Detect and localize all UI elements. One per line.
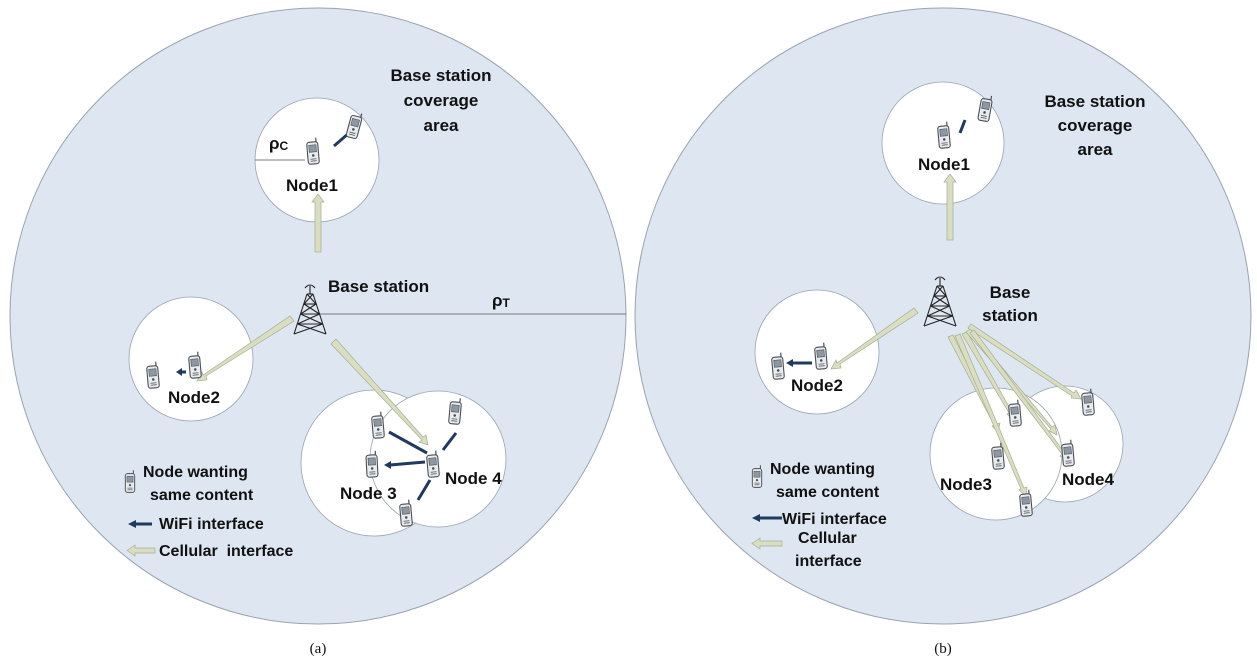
coverage-label-b-line1: Base station xyxy=(1044,92,1145,111)
panel-a: Base station coverage area ρC ρT Node1 B… xyxy=(9,7,627,657)
legend-b: Node wanting same content WiFi interface… xyxy=(751,461,887,570)
caption-b: (b) xyxy=(934,641,952,657)
caption-a: (a) xyxy=(310,641,327,657)
panel-b: Base station coverage area Node1 Base st… xyxy=(634,7,1252,657)
legend-wifi-arrow-head-a xyxy=(128,520,136,528)
wifi-arrow xyxy=(958,119,967,134)
mobile-phone-icon xyxy=(124,469,136,493)
legend-wifi-label-a: WiFi interface xyxy=(159,516,264,533)
coverage-label-a-line3: area xyxy=(424,116,460,135)
cellular-arrow xyxy=(943,173,957,241)
cellular-arrow xyxy=(196,315,295,382)
wifi-links-b xyxy=(786,119,967,367)
wifi-arrow xyxy=(441,432,458,451)
cellular-links-a xyxy=(196,193,429,446)
legend-node-label-a-line2: same content xyxy=(150,487,254,504)
wifi-arrow-head xyxy=(384,461,391,469)
cellular-arrow xyxy=(967,323,1082,400)
wifi-arrow xyxy=(388,430,428,455)
base-station-label-a: Base station xyxy=(328,277,429,296)
legend-node-label-a-line1: Node wanting xyxy=(143,464,248,481)
wifi-arrow xyxy=(389,460,426,467)
node4-label-b: Node4 xyxy=(1062,470,1115,489)
cellular-arrow xyxy=(830,307,919,370)
base-station-label-b-line2: station xyxy=(982,306,1038,325)
legend-cellular-arrow-b xyxy=(751,537,783,550)
coverage-label-b-line3: area xyxy=(1078,140,1114,159)
node2-label-a: Node2 xyxy=(168,388,220,407)
legend-cellular-label-b-line2: interface xyxy=(795,553,862,570)
legend-cellular-label-b-line1: Cellular xyxy=(798,530,857,547)
cellular-arrow xyxy=(954,333,1028,497)
legend-wifi-label-b: WiFi interface xyxy=(782,511,887,528)
legend-wifi-arrow-head-b xyxy=(752,514,760,522)
legend-node-label-b-line2: same content xyxy=(776,484,880,501)
mobile-phone-icon xyxy=(751,464,763,488)
legend-node-label-b-line1: Node wanting xyxy=(770,461,875,478)
rho-c-label: ρC xyxy=(269,134,289,153)
wifi-arrow-head xyxy=(786,359,793,367)
coverage-label-a-line2: coverage xyxy=(404,91,479,110)
node3-label-b: Node3 xyxy=(940,475,992,494)
wifi-arrow-head xyxy=(176,368,182,376)
node2-label-b: Node2 xyxy=(791,376,843,395)
rho-t-label: ρT xyxy=(492,291,511,310)
cellular-arrow xyxy=(330,338,429,446)
node1-label-b: Node1 xyxy=(918,155,970,174)
wifi-arrow xyxy=(416,479,432,501)
coverage-label-a-line1: Base station xyxy=(390,66,491,85)
node4-label-a: Node 4 xyxy=(445,469,502,488)
legend-a: Node wanting same content WiFi interface… xyxy=(124,464,293,560)
node3-label-a: Node 3 xyxy=(340,484,397,503)
base-station-label-b-line1: Base xyxy=(990,283,1031,302)
coverage-label-b-line2: coverage xyxy=(1058,116,1133,135)
cellular-links-b xyxy=(830,173,1082,497)
cellular-arrow xyxy=(311,193,325,253)
node1-label-a: Node1 xyxy=(286,176,338,195)
legend-cellular-arrow-a xyxy=(126,544,156,557)
legend-cellular-label-a: Cellular interface xyxy=(159,543,293,560)
